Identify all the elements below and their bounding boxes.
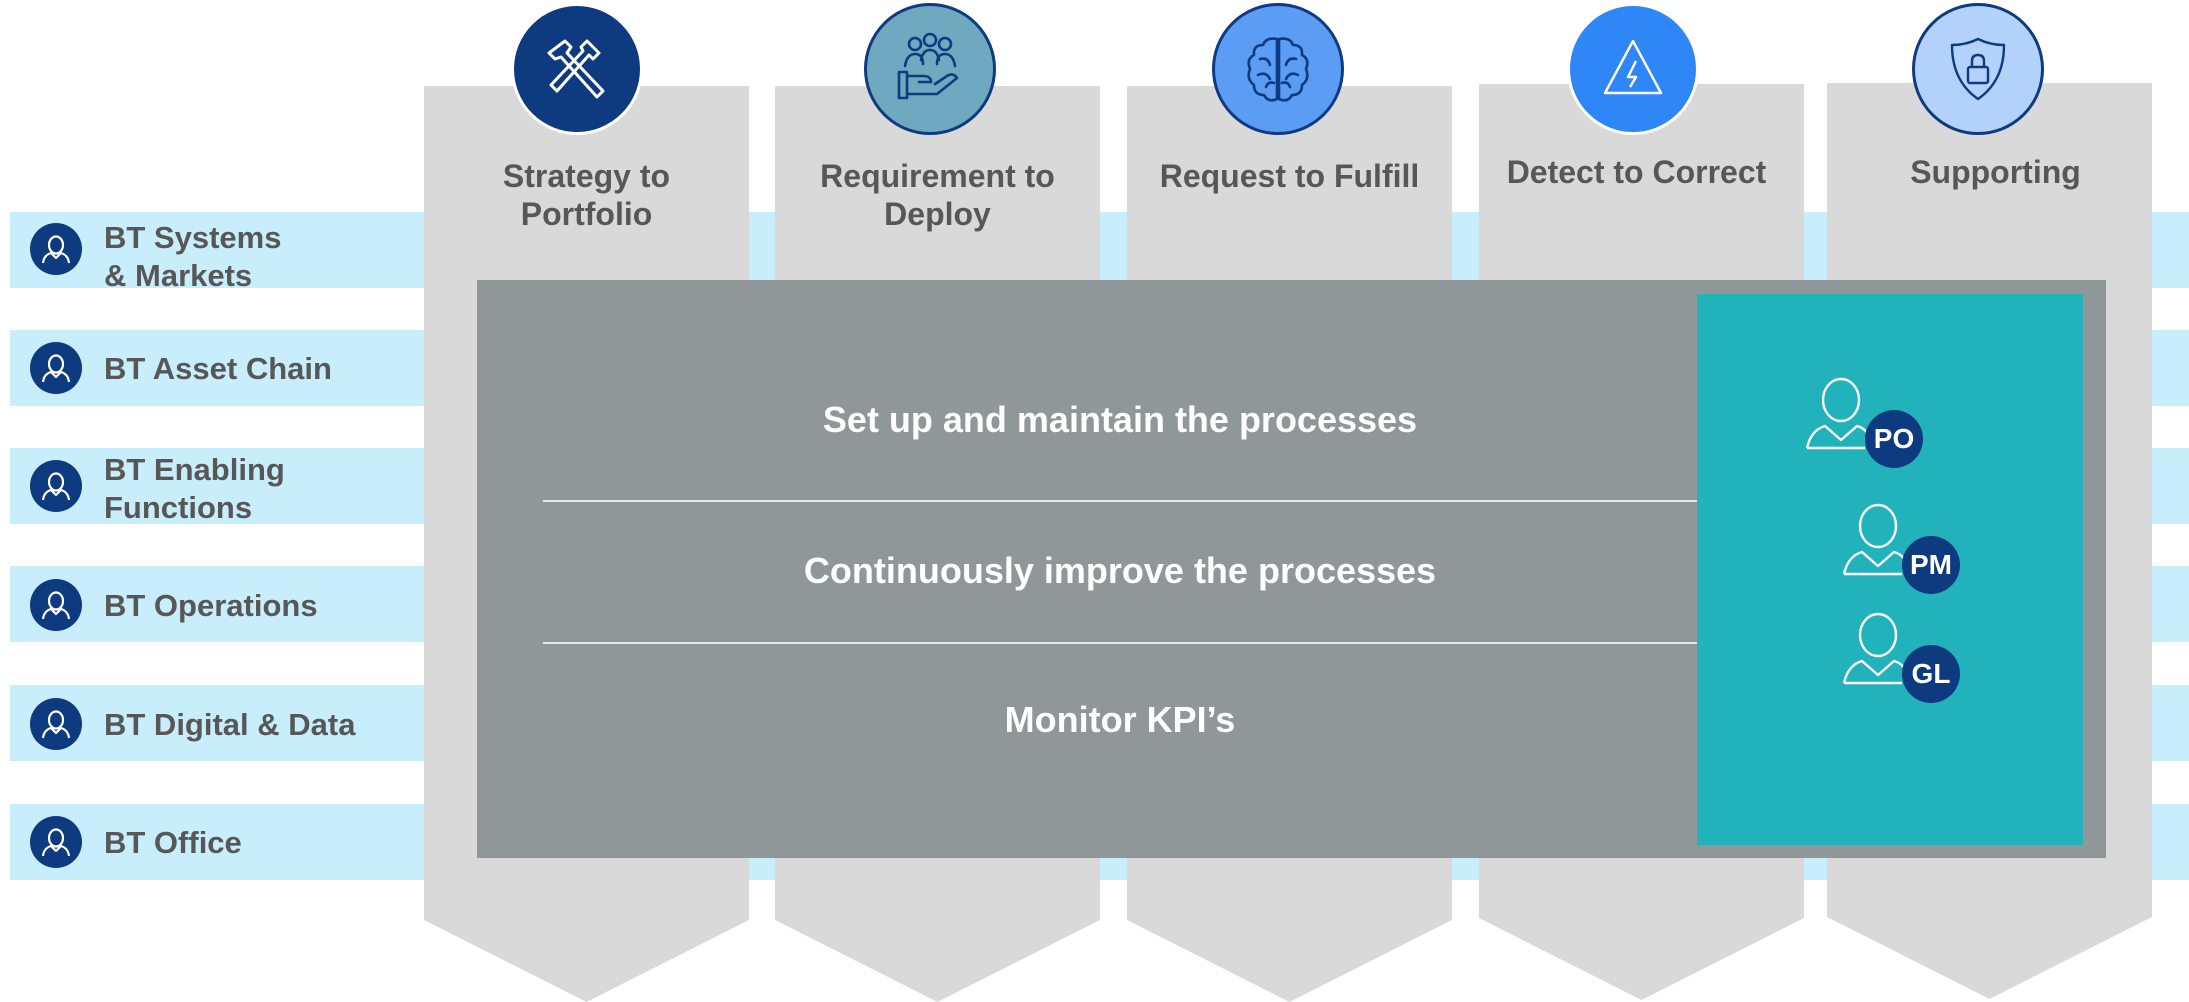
role-badge-pm: PM	[1902, 536, 1960, 594]
process-task-kpi: Monitor KPI’s	[1004, 699, 1236, 740]
value-stream-title-strategy: Strategy to Portfolio	[502, 158, 671, 232]
process-task-improve: Continuously improve the processes	[803, 550, 1437, 591]
divider	[543, 642, 1697, 644]
role-badge-po: PO	[1865, 410, 1923, 468]
divider	[543, 500, 1697, 502]
value-stream-title-request: Request to Fulfill	[1159, 158, 1420, 194]
person-icon	[30, 460, 82, 512]
org-label-systems-markets: BT Systems & Markets	[104, 220, 282, 293]
value-stream-title-supporting: Supporting	[1910, 154, 2081, 190]
value-stream-title-detect: Detect to Correct	[1506, 154, 1767, 190]
brain-icon	[1212, 3, 1344, 135]
role-po: PO	[1803, 376, 1963, 476]
person-icon	[30, 698, 82, 750]
shield-lock-icon	[1912, 3, 2044, 135]
role-badge-gl: GL	[1902, 645, 1960, 703]
person-icon	[30, 579, 82, 631]
org-label-office: BT Office	[104, 825, 242, 860]
process-task-setup: Set up and maintain the processes	[822, 399, 1418, 440]
person-icon	[30, 223, 82, 275]
org-label-asset-chain: BT Asset Chain	[104, 351, 332, 386]
role-gl: GL	[1840, 611, 2000, 711]
org-label-enabling-functions: BT Enabling Functions	[104, 452, 285, 525]
person-icon	[30, 342, 82, 394]
person-icon	[30, 816, 82, 868]
org-label-operations: BT Operations	[104, 588, 318, 623]
value-stream-title-requirement: Requirement to Deploy	[820, 158, 1055, 232]
tools-icon	[511, 3, 643, 135]
role-pm: PM	[1840, 502, 2000, 602]
org-label-digital-data: BT Digital & Data	[104, 707, 356, 742]
team-hand-icon	[864, 3, 996, 135]
roles-panel	[1697, 294, 2083, 845]
warning-bolt-icon	[1567, 3, 1699, 135]
